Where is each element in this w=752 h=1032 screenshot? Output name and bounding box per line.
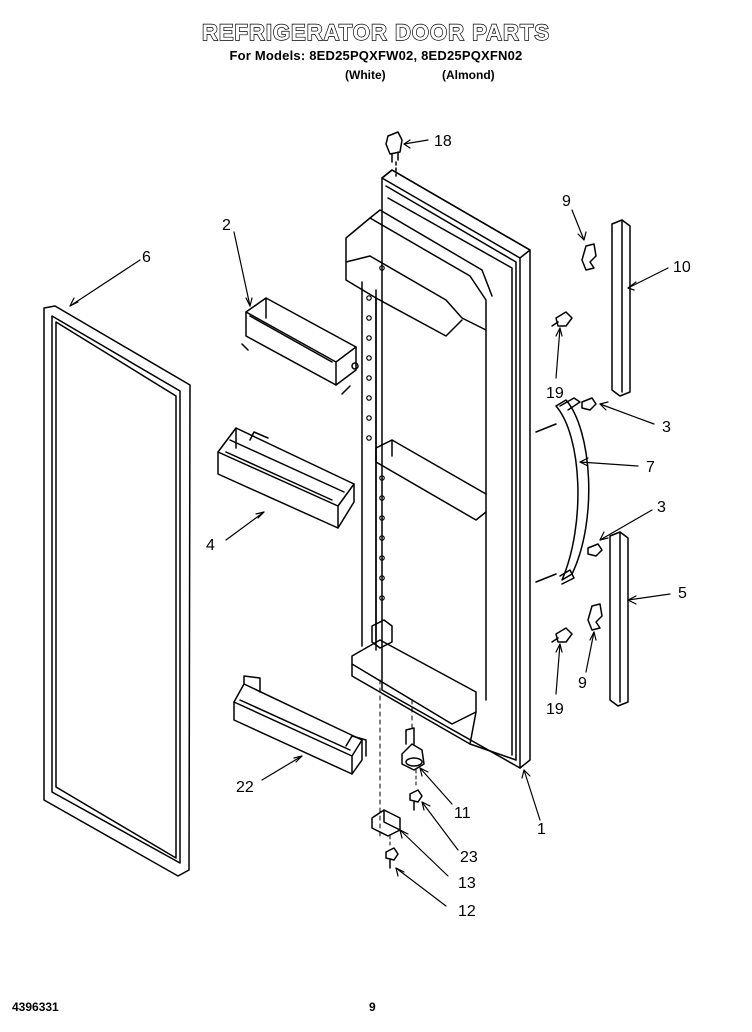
- callout-12: 12: [458, 903, 476, 920]
- callout-6: 6: [142, 249, 151, 266]
- page-title: REFRIGERATOR DOOR PARTS: [201, 19, 551, 45]
- callout-9-upper: 9: [562, 193, 571, 210]
- screw-lower: [551, 627, 573, 643]
- door-liner: [345, 169, 531, 769]
- callout-4: 4: [206, 537, 215, 554]
- door-handle: [535, 397, 590, 585]
- hinge-bracket: [401, 727, 425, 771]
- callout-3-upper: 3: [662, 419, 671, 436]
- callout-3-lower: 3: [657, 499, 666, 516]
- document-number: 4396331: [12, 1000, 59, 1014]
- callout-1: 1: [537, 821, 546, 838]
- door-bin: [217, 427, 355, 529]
- color-almond-label: (Almond): [442, 68, 495, 82]
- callout-2: 2: [222, 217, 231, 234]
- callout-11: 11: [454, 805, 471, 822]
- callout-numbers: 18 2 6 9 10 19 3 7 4 3 5 9 19 22 11 1 23…: [142, 133, 691, 920]
- page-number: 9: [369, 1000, 376, 1014]
- lower-trim-strip: [609, 531, 629, 707]
- callout-19-upper: 19: [546, 385, 564, 402]
- hinge-pin-bracket: [371, 809, 401, 837]
- callout-10: 10: [673, 259, 691, 276]
- callout-23: 23: [460, 849, 478, 866]
- callout-22: 22: [236, 779, 254, 796]
- upper-trim-strip: [611, 219, 631, 397]
- handle-screw-lower: [587, 543, 603, 557]
- color-white-label: (White): [345, 68, 386, 82]
- handle-screw-upper: [581, 397, 597, 411]
- callout-5: 5: [678, 585, 687, 602]
- bottom-screw: [385, 847, 399, 869]
- callout-19-lower: 19: [546, 701, 564, 718]
- trim-clip-lower: [587, 603, 603, 631]
- model-numbers: For Models: 8ED25PQXFW02, 8ED25PQXFN02: [229, 48, 523, 63]
- leader-lines: [69, 139, 671, 907]
- door-plug: [385, 131, 403, 177]
- callout-9-lower: 9: [578, 675, 587, 692]
- liner-holes: [366, 265, 385, 601]
- callout-13: 13: [458, 875, 476, 892]
- door-gasket: [43, 305, 191, 877]
- trim-clip-upper: [581, 243, 597, 271]
- hinge-screw: [409, 789, 423, 811]
- callout-7: 7: [646, 459, 655, 476]
- screw-upper: [551, 311, 573, 327]
- callout-18: 18: [434, 133, 452, 150]
- upper-door-shelf: [241, 297, 359, 395]
- bottom-door-bin: [233, 675, 367, 775]
